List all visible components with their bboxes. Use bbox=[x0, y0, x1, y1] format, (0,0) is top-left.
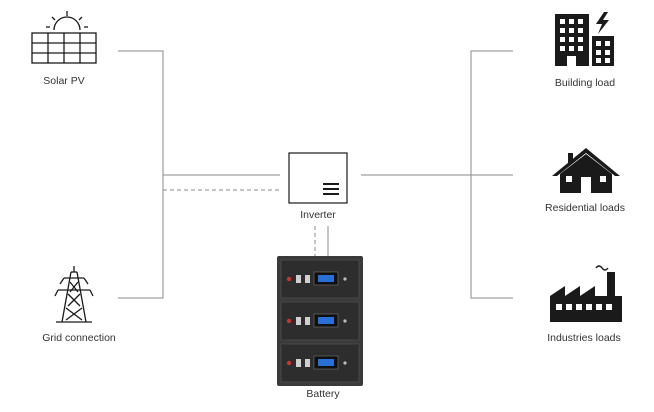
inverter-label: Inverter bbox=[300, 209, 336, 221]
grid-connection-label: Grid connection bbox=[42, 332, 116, 344]
industries-loads-label: Industries loads bbox=[547, 332, 621, 344]
building-load-label: Building load bbox=[554, 77, 616, 89]
power-pylon-icon bbox=[54, 266, 94, 323]
residential-loads-label: Residential loads bbox=[545, 202, 625, 214]
solar-link bbox=[118, 50, 164, 299]
battery-module-1 bbox=[280, 259, 360, 299]
battery-label: Battery bbox=[306, 388, 340, 400]
building-icon bbox=[555, 12, 614, 66]
connection-lines bbox=[118, 50, 513, 299]
battery-module-2 bbox=[280, 301, 360, 341]
solar-panel-icon bbox=[31, 11, 97, 64]
inverter-icon bbox=[288, 152, 348, 204]
house-icon bbox=[552, 148, 620, 193]
battery-rack-icon bbox=[277, 256, 363, 386]
solar-pv-label: Solar PV bbox=[43, 75, 85, 87]
battery-module-3 bbox=[280, 343, 360, 383]
factory-icon bbox=[550, 265, 622, 322]
